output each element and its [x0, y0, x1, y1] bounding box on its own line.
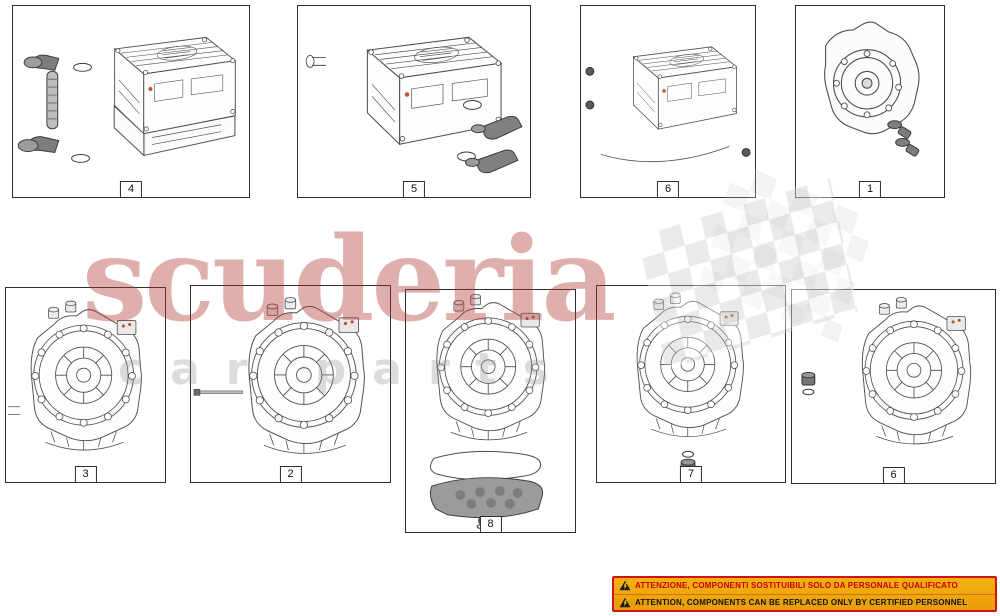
- inverter-control-unit-drawing: [585, 46, 751, 163]
- plug-with-seal-drawing: [801, 371, 816, 396]
- part-number-label[interactable]: 6: [656, 181, 680, 198]
- screws-drawing: [585, 66, 751, 157]
- part-number-label[interactable]: 5: [402, 181, 426, 198]
- inverter-with-coolant-hoses-drawing: [17, 36, 236, 163]
- part-number-label[interactable]: 3: [74, 466, 97, 483]
- elbow-fittings-drawing: [457, 100, 523, 174]
- attention-banner: ATTENZIONE, COMPONENTI SOSTITUIBILI SOLO…: [612, 576, 997, 612]
- part-number-label[interactable]: 7: [679, 466, 703, 483]
- inverter-unit-with-elbow-fittings-drawing: [305, 36, 523, 174]
- part-panel-8[interactable]: 8: [405, 289, 576, 533]
- part-panel-2[interactable]: 2: [190, 285, 391, 483]
- warning-triangle-icon: [619, 597, 631, 608]
- part-panel-3[interactable]: 3: [5, 287, 166, 483]
- attention-line-it: ATTENZIONE, COMPONENTI SOSTITUIBILI SOLO…: [614, 578, 995, 594]
- stud-bolt-drawing: [193, 389, 243, 396]
- part-number-label[interactable]: 8: [479, 516, 502, 533]
- attention-text-italian: ATTENZIONE, COMPONENTI SOSTITUIBILI SOLO…: [635, 581, 958, 591]
- part-panel-1[interactable]: 1: [795, 5, 945, 198]
- gearbox-housing-assembly-drawing: [7, 300, 142, 451]
- warning-triangle-icon: [619, 580, 631, 591]
- part-panel-7[interactable]: 7: [596, 285, 786, 483]
- part-panel-6-top[interactable]: 6: [580, 5, 756, 198]
- valve-parts-drawing: [887, 120, 920, 157]
- electric-motor-drawing: [824, 21, 920, 157]
- part-number-label[interactable]: 1: [858, 181, 882, 198]
- part-number-label[interactable]: 4: [119, 181, 143, 198]
- gearbox-housing-with-oil-sump-drawing: [429, 293, 546, 530]
- part-number-label[interactable]: 6: [882, 467, 905, 484]
- part-panel-5[interactable]: 5: [297, 5, 531, 198]
- part-panel-6-bottom[interactable]: 6: [791, 289, 996, 484]
- oil-sump-drawing: [429, 477, 544, 519]
- sump-gasket-drawing: [430, 450, 542, 481]
- coolant-hose-drawing: [17, 54, 92, 163]
- attention-text-english: ATTENTION, COMPONENTS CAN BE REPLACED ON…: [635, 597, 968, 607]
- part-panel-4[interactable]: 4: [12, 5, 250, 198]
- gearbox-housing-with-drain-plug-drawing: [636, 292, 744, 474]
- gearbox-housing-with-plug-drawing: [801, 296, 972, 445]
- attention-line-en: ATTENTION, COMPONENTS CAN BE REPLACED ON…: [614, 593, 995, 611]
- gearbox-housing-with-stud-drawing: [193, 296, 365, 454]
- part-number-label[interactable]: 2: [279, 466, 302, 483]
